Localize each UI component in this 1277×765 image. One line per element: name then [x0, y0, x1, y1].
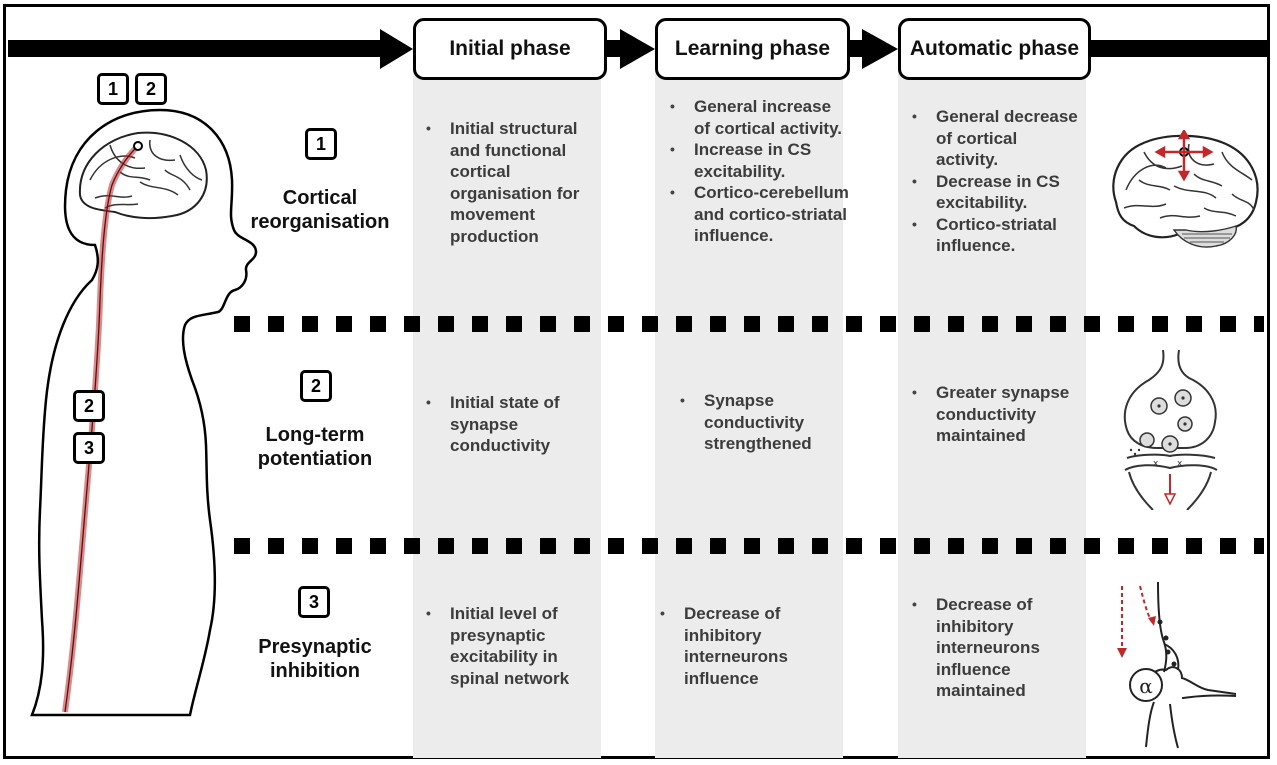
bullet-item: Initial structural and functional cortic… — [426, 118, 586, 247]
svg-text:x: x — [1177, 459, 1183, 469]
row1-learning-text: General increase of cortical activity. I… — [670, 96, 850, 247]
human-silhouette-icon — [30, 108, 258, 717]
row2-learning-text: Synapse conductivity strengthened — [680, 390, 840, 455]
row-separator-1 — [234, 316, 1264, 332]
row-label-line: Long-term — [265, 424, 365, 446]
bullet-item: Increase in CS excitability. — [670, 139, 850, 182]
bullet-item: General decrease of cortical activity. — [912, 106, 1082, 171]
row2-automatic-text: Greater synapse conductivity maintained — [912, 382, 1072, 447]
timeline-arrow — [8, 29, 1268, 69]
row-number-3: 3 — [298, 586, 330, 618]
spinal-network-icon: α — [1117, 582, 1237, 749]
timeline-arrowhead-2 — [620, 29, 655, 69]
spine-marker-2: 2 — [73, 390, 105, 422]
row-label-line: reorganisation — [250, 211, 390, 233]
head-marker-2: 2 — [135, 73, 167, 105]
row-separator-2 — [234, 538, 1264, 554]
row-label-presynaptic-inhibition: Presynaptic inhibition — [230, 635, 400, 683]
timeline-bar-segment — [1090, 40, 1268, 57]
bullet-item: Cortico-striatal influence. — [912, 214, 1082, 257]
row-label-line: Cortical — [282, 187, 358, 209]
spine-marker-3: 3 — [73, 432, 105, 464]
initial-phase-header: Initial phase — [413, 18, 607, 80]
row3-automatic-text: Decrease of inhibitory interneurons infl… — [912, 594, 1082, 702]
bullet-item: Decrease of inhibitory interneurons infl… — [660, 603, 830, 689]
bullet-item: Initial state of synapse conductivity — [426, 392, 586, 457]
timeline-arrowhead-1 — [380, 29, 413, 69]
alpha-motoneuron-label: α — [1139, 674, 1153, 698]
automatic-phase-header: Automatic phase — [898, 18, 1091, 80]
row-number-2: 2 — [300, 370, 332, 402]
brain-icon — [1112, 130, 1259, 248]
row-number-1: 1 — [305, 128, 337, 160]
synapse-icon: x x — [1123, 350, 1218, 510]
bullet-item: General increase of cortical activity. — [670, 96, 850, 139]
bullet-item: Synapse conductivity strengthened — [680, 390, 840, 455]
row1-automatic-text: General decrease of cortical activity. D… — [912, 106, 1082, 257]
row-label-line: potentiation — [257, 448, 373, 470]
timeline-bar-segment — [8, 40, 393, 57]
timeline-arrowhead-3 — [862, 29, 898, 69]
row1-initial-text: Initial structural and functional cortic… — [426, 118, 586, 247]
row-label-line: Presynaptic — [258, 636, 372, 658]
head-marker-1: 1 — [97, 73, 129, 105]
row-label-long-term-potentiation: Long-term potentiation — [230, 423, 400, 471]
bullet-item: Decrease in CS excitability. — [912, 171, 1082, 214]
figure-frame — [3, 4, 1270, 759]
row3-initial-text: Initial level of presynaptic excitabilit… — [426, 603, 586, 689]
bullet-item: Cortico-cerebellum and cortico-striatal … — [670, 182, 850, 247]
svg-text:x: x — [1153, 459, 1159, 469]
bullet-item: Decrease of inhibitory interneurons infl… — [912, 594, 1082, 702]
learning-phase-header: Learning phase — [655, 18, 850, 80]
row3-learning-text: Decrease of inhibitory interneurons infl… — [660, 603, 830, 689]
row-label-cortical-reorganisation: Cortical reorganisation — [235, 186, 405, 234]
row-label-line: inhibition — [270, 660, 360, 682]
bullet-item: Initial level of presynaptic excitabilit… — [426, 603, 586, 689]
row2-initial-text: Initial state of synapse conductivity — [426, 392, 586, 457]
bullet-item: Greater synapse conductivity maintained — [912, 382, 1072, 447]
